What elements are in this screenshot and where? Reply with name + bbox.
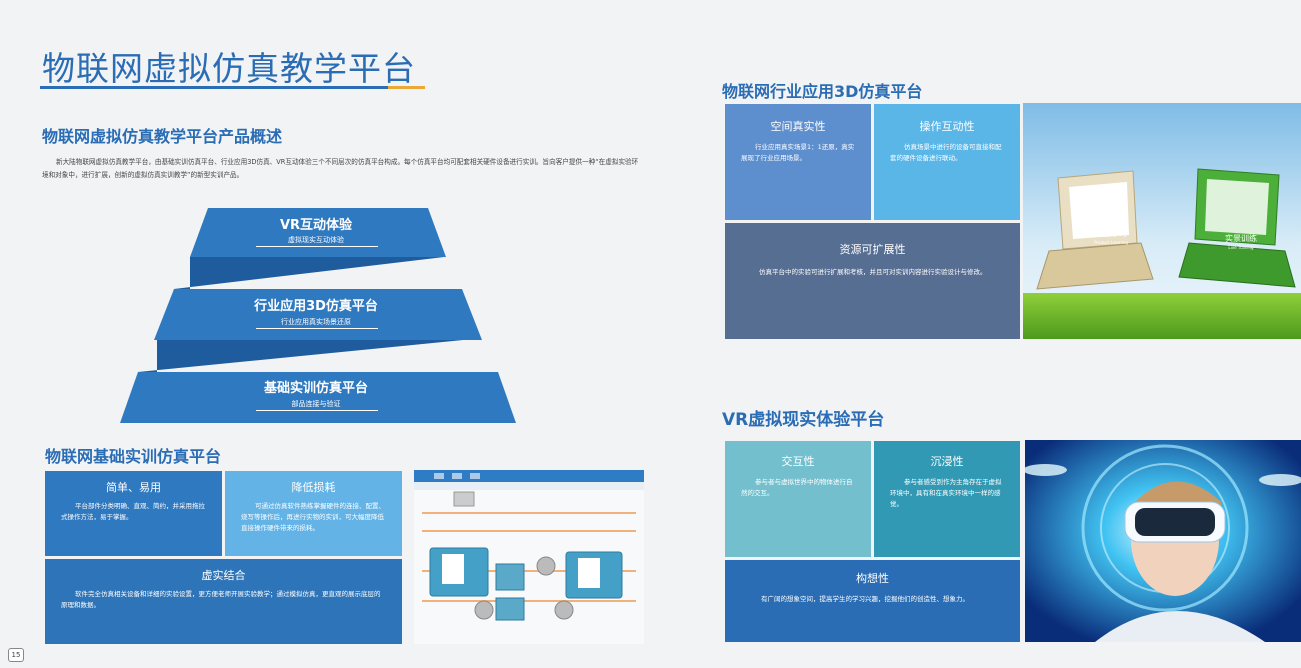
pyramid-level-2-line [256,328,378,329]
basic-heading: 物联网基础实训仿真平台 [45,447,222,466]
title-underline [40,86,388,89]
tile-spatial-realism: 空间真实性 行业应用真实场景1：1还原，真实展现了行业应用场景。 [725,104,871,220]
pyramid-level-1-title: VR互动体验 [279,218,353,233]
tile-imagination: 构想性 有广阔的想象空间，提高学生的学习兴趣，挖掘他们的创造性、想象力。 [725,560,1020,642]
pyramid-band-3 [120,372,516,423]
pyramid-level-1-line [256,246,378,247]
pyramid-level-3-subtitle: 部品连接与验证 [291,400,341,408]
vr-heading: VR虚拟现实体验平台 [722,410,885,430]
industry-heading: 物联网行业应用3D仿真平台 [722,82,923,101]
simulation-screenshot [414,470,644,644]
tile-low-loss-text: 可通过仿真软件熟练掌握硬件的连接、配置、烧写等操作后，再进行实物的实训，可大幅度… [241,502,385,532]
tile-interactivity-text: 仿真场景中进行的设备可直接和配套的硬件设备进行联动。 [890,143,1002,162]
pyramid-connector-2 [138,340,463,372]
tile-immersion: 沉浸性 参与者感受到作为主角存在于虚拟环境中，具有和在真实环境中一样的感觉。 [874,441,1020,557]
product-learning-label: 产品学习 [1095,229,1127,238]
live-training-label: 实景训练 [1225,234,1257,243]
pyramid-level-2-subtitle: 行业应用真实场景还原 [281,318,351,326]
industry-3d-image: 产品学习 Product Learning 实景训练 Live Training [1023,103,1301,339]
tile-interactivity: 操作互动性 仿真场景中进行的设备可直接和配套的硬件设备进行联动。 [874,104,1020,220]
pyramid-level-1-subtitle: 虚拟现实互动体验 [288,236,344,244]
overview-heading: 物联网虚拟仿真教学平台产品概述 [42,127,283,146]
title-underline-accent [388,86,425,89]
tile-interaction: 交互性 参与者与虚拟世界中的物体进行自然的交互。 [725,441,871,557]
tile-virtual-real-text: 软件完全仿真相关设备和详细的实验设置，更方便老师开展实验教学；通过模拟仿真，更直… [61,590,381,609]
page-number: 15 [8,648,24,662]
pyramid-level-2-title: 行业应用3D仿真平台 [254,299,378,314]
tile-spatial-realism-title: 空间真实性 [770,120,826,133]
page-title: 物联网虚拟仿真教学平台 [42,49,416,88]
tile-virtual-real-title: 虚实结合 [201,569,246,582]
tile-scalability-text: 仿真平台中的实验可进行扩展和考核，并且可对实训内容进行实验设计与修改。 [759,268,987,276]
pyramid-band-1 [190,208,446,257]
pyramid-band-2 [154,289,482,340]
tile-easy-text: 平台部件分类明确、直观、简约，并采用拖拉式操作方法，易于掌握。 [61,502,205,521]
tile-immersion-title: 沉浸性 [930,455,964,468]
overview-text: 新大陆物联网虚拟仿真教学平台，由基础实训仿真平台、行业应用3D仿真、VR互动体验… [42,158,639,179]
tile-scalability-title: 资源可扩展性 [839,243,906,256]
tile-easy: 简单、易用 平台部件分类明确、直观、简约，并采用拖拉式操作方法，易于掌握。 [45,471,222,556]
tile-low-loss-title: 降低损耗 [291,481,336,494]
tile-imagination-text: 有广阔的想象空间，提高学生的学习兴趣，挖掘他们的创造性、想象力。 [761,595,969,603]
tile-interaction-title: 交互性 [781,455,815,468]
pyramid-connector-1 [174,257,444,289]
pyramid-level-3-title: 基础实训仿真平台 [263,381,368,396]
tile-imagination-title: 构想性 [856,572,889,585]
tile-interactivity-title: 操作互动性 [919,120,975,133]
pyramid-diagram [120,208,516,423]
tile-easy-title: 简单、易用 [106,481,161,494]
tile-immersion-text: 参与者感受到作为主角存在于虚拟环境中，具有和在真实环境中一样的感觉。 [890,478,1002,508]
live-training-label-en: Live Training [1228,245,1254,250]
pyramid-level-3-line [256,410,378,411]
tile-virtual-real: 虚实结合 软件完全仿真相关设备和详细的实验设置，更方便老师开展实验教学；通过模拟… [45,559,402,644]
tile-scalability: 资源可扩展性 仿真平台中的实验可进行扩展和考核，并且可对实训内容进行实验设计与修… [725,223,1020,339]
vr-headset-image [1025,440,1301,642]
tile-spatial-realism-text: 行业应用真实场景1：1还原，真实展现了行业应用场景。 [741,143,855,162]
product-learning-label-en: Product Learning [1094,240,1128,245]
tile-low-loss: 降低损耗 可通过仿真软件熟练掌握硬件的连接、配置、烧写等操作后，再进行实物的实训… [225,471,402,556]
tile-interaction-text: 参与者与虚拟世界中的物体进行自然的交互。 [741,478,853,497]
